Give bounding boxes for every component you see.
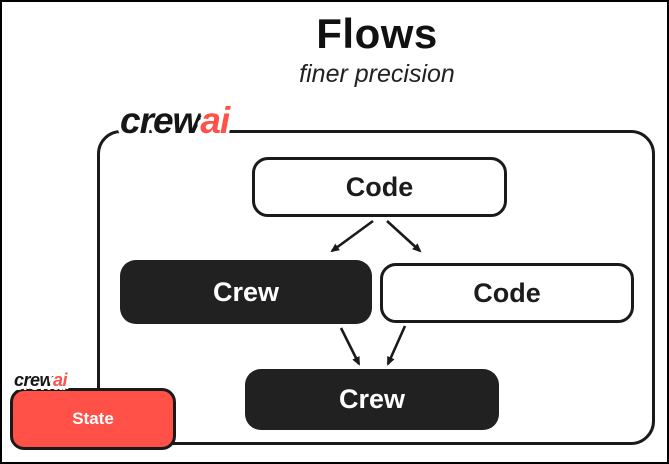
crewai-logo-small-text-red: ai bbox=[53, 370, 68, 390]
node-code-top-label: Code bbox=[345, 171, 414, 202]
node-crew-left-label: Crew bbox=[212, 276, 280, 307]
node-code-top: Code bbox=[252, 157, 507, 217]
node-crew-left: Crew bbox=[120, 260, 372, 324]
node-crew-bottom: Crew bbox=[245, 369, 499, 430]
crewai-logo-text-red: ai bbox=[200, 100, 230, 141]
node-state-label: State bbox=[72, 409, 114, 428]
page-subtitle: finer precision bbox=[299, 60, 455, 88]
page-title: Flows bbox=[316, 10, 438, 57]
node-code-right-label: Code bbox=[473, 277, 541, 308]
crewai-logo-text-black: crew bbox=[120, 100, 201, 141]
crewai-logo-small-text-black: crew bbox=[14, 370, 54, 390]
crewai-logo-small: crewai bbox=[14, 370, 68, 391]
node-crew-bottom-label: Crew bbox=[338, 384, 406, 414]
crewai-logo: crewai bbox=[120, 100, 230, 142]
node-state: State bbox=[10, 388, 176, 450]
node-code-right: Code bbox=[380, 263, 634, 323]
